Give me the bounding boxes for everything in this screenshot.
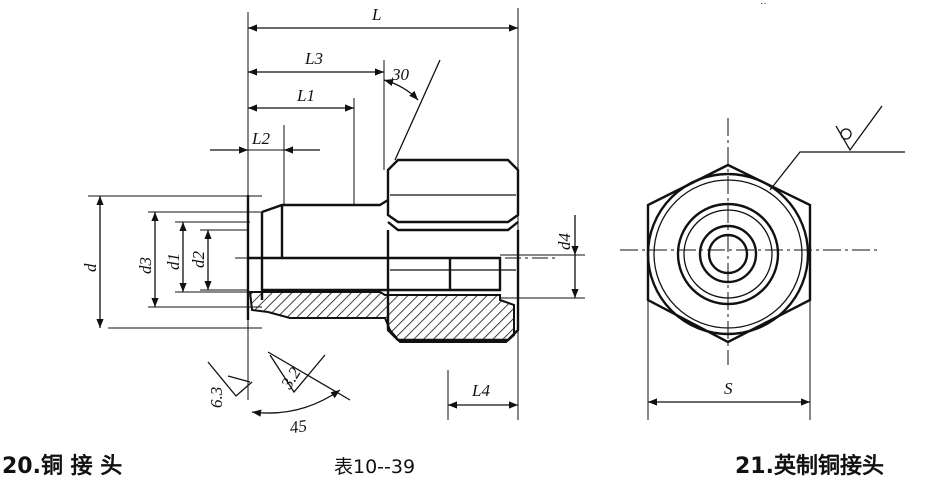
svg-text:45: 45: [289, 416, 308, 437]
caption-left: 20.铜 接 头: [2, 453, 122, 479]
dim-d3-label: d3: [136, 257, 155, 274]
surface-finish-mark-left: 6.3: [207, 361, 253, 408]
dim-d1-label: d1: [164, 253, 183, 270]
dim-angle-label: 30: [391, 65, 410, 84]
surface-finish-check-mark: [835, 105, 883, 152]
caption-table-ref: 表10--39: [334, 456, 415, 478]
caption-right: 21.英制铜接头: [735, 453, 884, 479]
side-view: S: [620, 105, 905, 420]
svg-text:3.2: 3.2: [277, 364, 305, 393]
dim-L3-label: L3: [304, 49, 323, 68]
dim-d-label: d: [81, 263, 100, 272]
section-hatch: [248, 291, 515, 343]
front-view: L L3 L1 L2 30 L4 d d3 d1 d2 d4: [81, 5, 585, 437]
dim-d2-label: d2: [189, 251, 208, 269]
dim-L2-label: L2: [251, 129, 270, 148]
dim-S-label: S: [724, 379, 733, 398]
svg-text:6.3: 6.3: [207, 387, 226, 408]
dim-L1-label: L1: [296, 86, 315, 105]
corner-mark: ˙˙: [760, 2, 767, 13]
dim-L4-label: L4: [471, 381, 490, 400]
angle-45-callout: 45: [251, 389, 341, 437]
dim-d4-label: d4: [555, 233, 574, 251]
surface-finish-mark-right: 3.2: [267, 351, 351, 401]
dim-L-label: L: [371, 5, 381, 24]
